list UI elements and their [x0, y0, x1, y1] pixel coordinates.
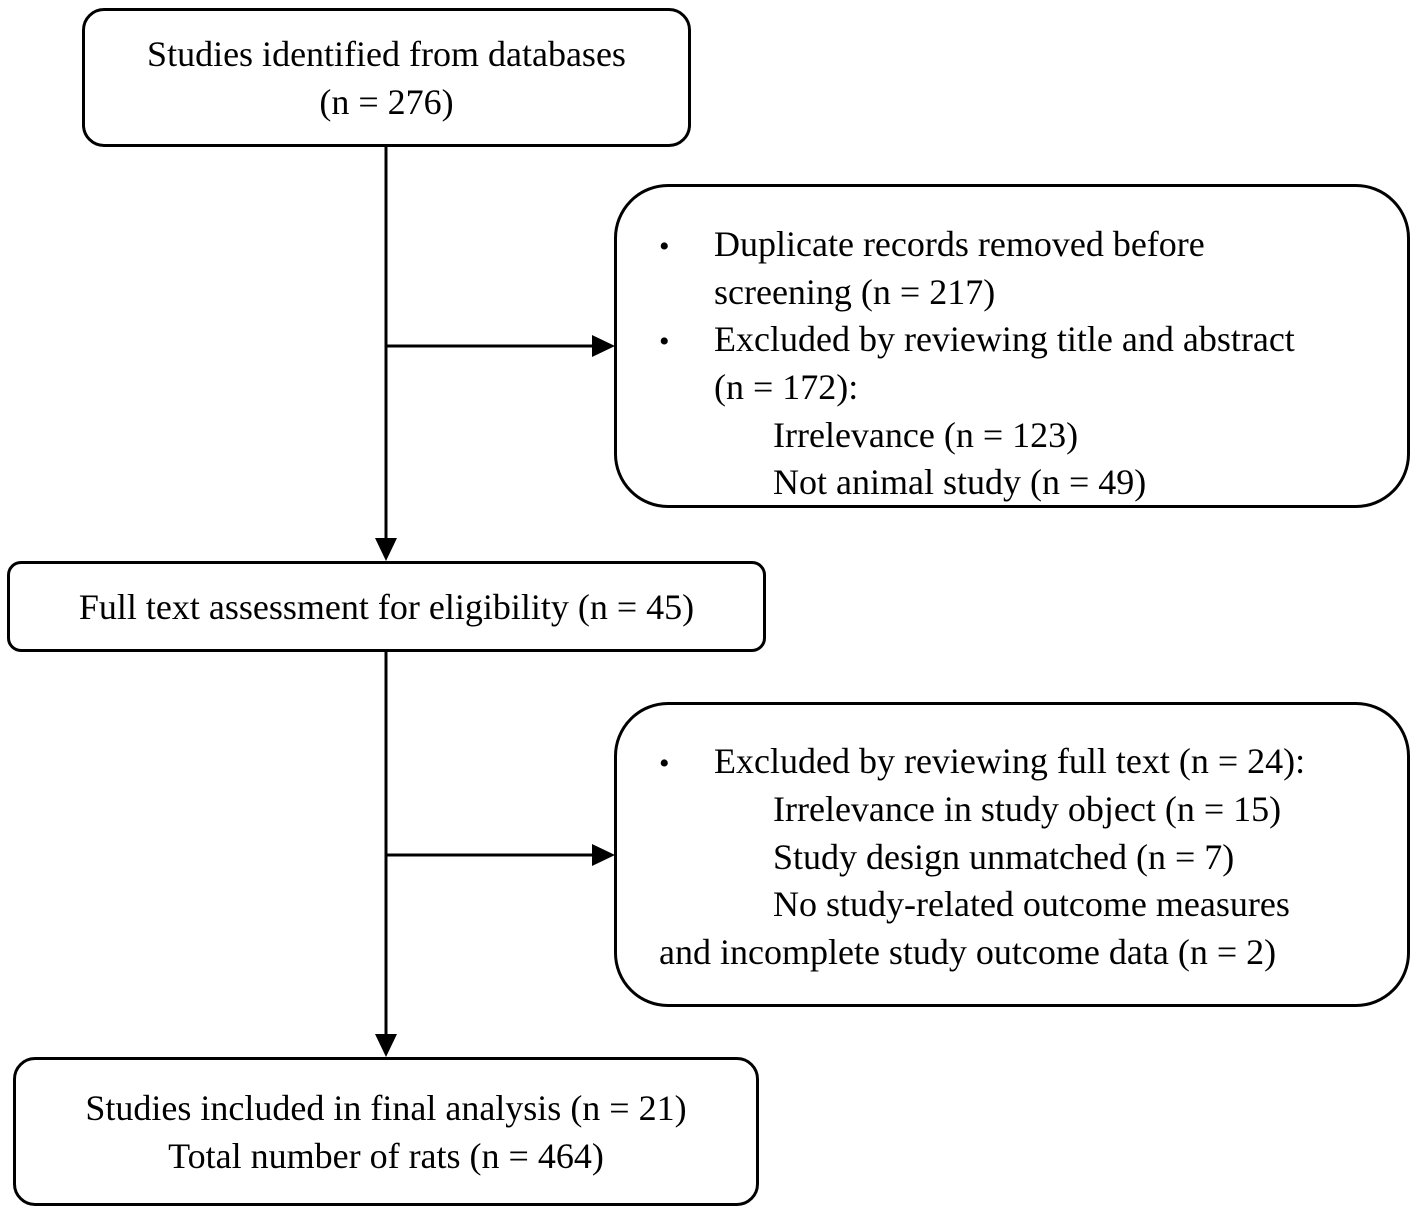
exclusion-2-sub-2: Study design unmatched (n = 7) — [773, 837, 1235, 877]
exclusion-2-sub-3-line-2: and incomplete study outcome data (n = 2… — [659, 932, 1277, 972]
exclusion-2-sub-3-line-1: No study-related outcome measures — [773, 884, 1290, 924]
included-box: Studies included in final analysis (n = … — [13, 1057, 759, 1206]
arrowhead-right-1 — [592, 335, 615, 357]
included-line-1: Studies included in final analysis (n = … — [85, 1087, 687, 1128]
bullet-marker: • — [659, 747, 670, 780]
arrowhead-down-1 — [375, 538, 397, 561]
exclusion-1-item-2-line-2: (n = 172): — [714, 367, 859, 407]
bullet-marker: • — [659, 325, 670, 358]
exclusion-1-sub-1: Irrelevance (n = 123) — [773, 415, 1079, 455]
exclusion-1-sub-2: Not animal study (n = 49) — [773, 462, 1147, 502]
exclusion-2-sub-1: Irrelevance in study object (n = 15) — [773, 789, 1282, 829]
exclusion-1-item-2-line-1: Excluded by reviewing title and abstract — [714, 319, 1295, 359]
exclusion-1-item-1-line-1: Duplicate records removed before — [714, 224, 1205, 264]
full-text-line-1: Full text assessment for eligibility (n … — [78, 586, 695, 627]
exclusion-2-item-1: Excluded by reviewing full text (n = 24)… — [714, 741, 1306, 781]
bullet-marker: • — [659, 230, 670, 263]
arrowhead-down-2 — [375, 1034, 397, 1057]
exclusion-1-item-1-line-2: screening (n = 217) — [714, 272, 996, 312]
identified-line-2: (n = 276) — [319, 81, 454, 122]
included-line-2: Total number of rats (n = 464) — [168, 1135, 604, 1176]
exclusion-box-screening: • Duplicate records removed before scree… — [614, 184, 1410, 508]
exclusion-box-full-text: • Excluded by reviewing full text (n = 2… — [614, 702, 1410, 1007]
identified-box: Studies identified from databases (n = 2… — [82, 8, 691, 147]
identified-line-1: Studies identified from databases — [147, 33, 626, 74]
full-text-box: Full text assessment for eligibility (n … — [7, 561, 766, 652]
arrowhead-right-2 — [592, 844, 615, 866]
